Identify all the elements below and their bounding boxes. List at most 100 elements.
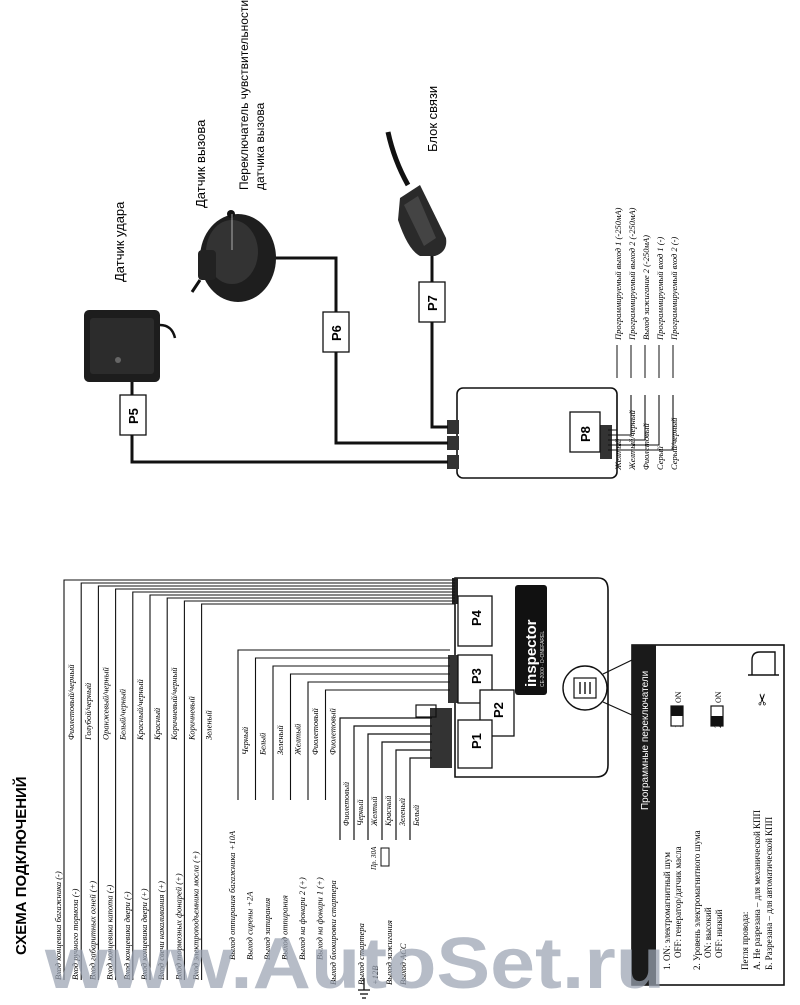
connector-p7-label: P7: [425, 295, 440, 311]
p4-wire: Вход ручного тормоза (-) Голубой/черный: [70, 582, 455, 980]
p4-wire-color: Коричневый/черный: [169, 667, 179, 741]
connector-p3-label: P3: [469, 668, 484, 684]
switch-2-text-line3: OFF: низкий: [714, 909, 724, 958]
p4-wire-color: Красный/черный: [135, 678, 145, 741]
p4-wire-function: Вход тормозных фонарей (+): [173, 873, 183, 980]
p3-wire: Выход запирания Зеленый: [262, 665, 450, 960]
p1-wire-color: Черный: [356, 800, 365, 826]
switch-panel-header: Программные переключатели: [640, 671, 651, 810]
p3-wire: Выход на фонари 2 (+) Фиолетовый: [297, 681, 450, 960]
connector-p4-label: P4: [469, 609, 484, 626]
p8-wire-color: Фиолетовый: [641, 422, 651, 470]
p4-wire-color: Зеленый: [204, 710, 214, 740]
p8-wire-function: Выход зажигание 2 (-250мА): [641, 235, 651, 340]
p4-wire: Вход концевика багажника (-) Фиолетовый/ч…: [53, 579, 455, 980]
p3-wire-color: Желтый: [293, 723, 303, 756]
brand-name: inspector: [523, 619, 540, 687]
svg-text:ON: ON: [714, 691, 723, 703]
p3-wire-function: Выход на фонари 1 (+): [315, 877, 325, 960]
p1-wire: Черный: [353, 725, 432, 840]
p3-wire-function: Выход запирания: [262, 898, 272, 960]
p1-wire-color: Желтый: [370, 797, 379, 827]
dip-switch-2-icon: 2 ON: [710, 691, 724, 728]
loop-option-a: А. Не разрезана – для механической КПП: [752, 809, 762, 970]
p4-wire-function: Вход концевика багажника (-): [53, 871, 63, 980]
connector-p5: P5: [119, 394, 147, 436]
p4-wire-color: Фиолетовый/черный: [66, 664, 76, 740]
connector-p1-label: P1: [469, 733, 484, 749]
switch-1-text-line2: OFF: генератор/датчик масла: [673, 846, 683, 958]
p8-wire: Серый Программируемый вход 1 (-): [608, 237, 665, 470]
sensitivity-switch-label-2: датчика вызова: [253, 102, 267, 190]
p4-wire-color: Оранжевый/черный: [100, 666, 110, 740]
p8-wire-function: Программируемый вход 1 (-): [655, 237, 665, 341]
scissors-icon: ✂: [755, 693, 772, 706]
loop-title: Петля провода:: [740, 912, 750, 970]
fuse-icon: Пр. 30А: [370, 846, 390, 871]
p4-wire-function: Вход свечи накаливания (+): [156, 881, 166, 980]
p1-wire-function: Выход ACC: [398, 943, 408, 985]
loop-option-b: Б. Разрезана – для автоматической КПП: [764, 816, 774, 970]
p3-wire-color: Фиолетовый: [328, 707, 338, 755]
connector-p8: P8: [569, 411, 601, 453]
p3-wire-group: Выход отпирания багажника +10АЧерныйВыхо…: [227, 649, 450, 960]
p1-wire-function: Выход стартера: [356, 923, 366, 985]
p1-wire-function: +12В: [370, 966, 380, 985]
wire-loop-icon: [748, 651, 779, 676]
p3-wire-function: Выход сирены +2А: [245, 891, 255, 960]
p8-wire-function: Программируемый выход 2 (-250мА): [627, 207, 637, 341]
p1-wire-color: Фиолетовый: [342, 782, 351, 826]
connector-p1: P1: [457, 719, 493, 769]
p3-wire-function: Выход на фонари 2 (+): [297, 877, 307, 960]
connector-p8-label: P8: [578, 426, 593, 442]
p4-wire-color: Голубой/черный: [83, 682, 93, 741]
p4-wire-function: Вход ручного тормоза (-): [70, 889, 80, 980]
p4-wire: Вход свечи накаливания (+) Коричневый/чер…: [156, 597, 455, 980]
p1-wire-function: Выход зажигания: [384, 920, 394, 985]
p3-wire: Выход сирены +2А Белый: [245, 657, 450, 960]
p4-wire-function: Вход электроподъемника мосла (+): [191, 851, 201, 980]
p3-wire-color: Белый: [258, 732, 268, 756]
p8-wire-function: Программируемый выход 1 (-250мА): [613, 207, 623, 341]
switch-1-text-line1: 1. ON: электромагнитный шум: [662, 852, 672, 970]
shock-sensor-label: Датчик удара: [112, 201, 127, 282]
call-sensor: Датчик вызова Переключатель чувствительн…: [190, 0, 276, 302]
p4-wire-color: Белый/черный: [118, 688, 128, 741]
sensitivity-switch-label-1: Переключатель чувствительности: [237, 0, 251, 190]
p4-wire-function: Вход габаритных огней (+): [87, 881, 97, 980]
p3-wire-color: Зеленый: [275, 725, 285, 755]
p3-wire-color: Фиолетовый: [310, 707, 320, 755]
dip-switch-1-icon: 1 ON: [670, 691, 684, 728]
p8-wire-color: Серый/черный: [669, 417, 679, 470]
switch-2-text-line2: ON: высокий: [703, 907, 713, 958]
p3-wire: Выход на фонари 1 (+) Фиолетовый: [315, 689, 450, 960]
switch-callout: [562, 659, 633, 716]
p4-wire-group: Вход концевика багажника (-) Фиолетовый/ч…: [53, 579, 455, 980]
connector-p6: P6: [322, 311, 350, 353]
ground-icon: [358, 978, 370, 999]
p1-wire: Выход стартера Желтый: [356, 733, 432, 985]
connector-p6-label: P6: [329, 325, 344, 341]
switch-2-text-line1: 2. Уровень электромагнитного шума: [692, 830, 702, 970]
p8-wire: Фиолетовый Выход зажигание 2 (-250мА): [608, 235, 651, 470]
p8-wire-color: Серый: [655, 445, 665, 470]
p4-wire: Вход габаритных огней (+) Оранжевый/черны…: [87, 585, 455, 980]
p4-wire: Вход концевика двери (-)Красный/черный: [122, 591, 455, 980]
p4-wire: Вход тормозных фонарей (+)Коричневый: [173, 600, 455, 980]
comm-unit: Блок связи: [385, 86, 447, 256]
connector-p5-label: P5: [126, 408, 141, 424]
brand-logo: inspector CE-2000 · D-ONEFAREL: [515, 585, 547, 695]
connector-p2: P2: [479, 689, 515, 737]
watermark-text: www.AutoSet.ru: [44, 924, 665, 1004]
p1-wire-color: Зеленый: [398, 798, 407, 826]
diagram-title: СХЕМА ПОДКЛЮЧЕНИЙ: [12, 776, 30, 955]
harness-lines: [130, 255, 448, 464]
